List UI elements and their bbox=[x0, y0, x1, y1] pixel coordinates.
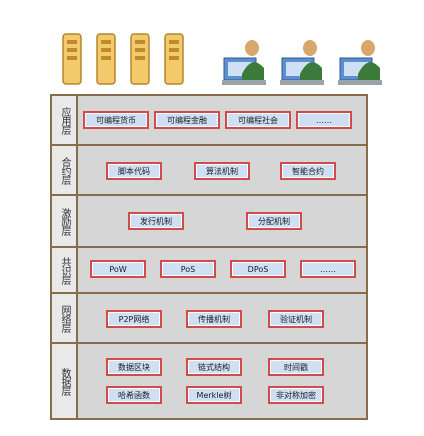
item-box: P2P网络 bbox=[106, 310, 162, 328]
item-box: 哈希函数 bbox=[106, 386, 162, 404]
layer-label: 网络层 bbox=[59, 304, 70, 332]
item-box: 链式结构 bbox=[186, 358, 242, 376]
layer-label: 激励层 bbox=[59, 207, 70, 235]
layer-label: 合约层 bbox=[59, 156, 70, 184]
consensus-layer: 共识层 PoW PoS DPoS …… bbox=[52, 248, 366, 294]
item-box: 可编程社会 bbox=[225, 111, 291, 129]
item-box: 发行机制 bbox=[128, 212, 184, 230]
item-box: 时间戳 bbox=[268, 358, 324, 376]
server-icon bbox=[130, 33, 150, 85]
item-box: PoS bbox=[160, 260, 216, 278]
node-icons bbox=[60, 28, 390, 90]
layer-label: 数据层 bbox=[59, 367, 70, 395]
user-computer-icon bbox=[338, 40, 382, 85]
item-box: 非对称加密 bbox=[268, 386, 324, 404]
item-box: 分配机制 bbox=[246, 212, 302, 230]
item-box: …… bbox=[296, 111, 352, 129]
item-box: 数据区块 bbox=[106, 358, 162, 376]
server-icon bbox=[62, 33, 82, 85]
layer-label: 共识层 bbox=[59, 256, 70, 284]
network-layer: 网络层 P2P网络 传播机制 验证机制 bbox=[52, 294, 366, 344]
item-box: 算法机制 bbox=[194, 162, 250, 180]
server-icon bbox=[96, 33, 116, 85]
user-computer-icon bbox=[280, 40, 324, 85]
item-box: 传播机制 bbox=[186, 310, 242, 328]
application-layer: 应用层 可编程货币 可编程金融 可编程社会 …… bbox=[52, 96, 366, 146]
item-box: 脚本代码 bbox=[106, 162, 162, 180]
item-box: 验证机制 bbox=[268, 310, 324, 328]
blockchain-architecture-diagram: 应用层 可编程货币 可编程金融 可编程社会 …… 合约层 脚本代码 算法机制 智… bbox=[50, 94, 368, 420]
item-box: 智能合约 bbox=[280, 162, 336, 180]
incentive-layer: 激励层 发行机制 分配机制 bbox=[52, 196, 366, 248]
item-box: Merkle树 bbox=[186, 386, 242, 404]
item-box: PoW bbox=[90, 260, 146, 278]
item-box: DPoS bbox=[230, 260, 286, 278]
item-box: 可编程货币 bbox=[83, 111, 149, 129]
item-box: 可编程金融 bbox=[154, 111, 220, 129]
user-computer-icon bbox=[222, 40, 266, 85]
data-layer: 数据层 数据区块 链式结构 时间戳 哈希函数 Merkle树 非对称加密 bbox=[52, 344, 366, 418]
layer-label: 应用层 bbox=[59, 106, 70, 134]
server-icon bbox=[164, 33, 184, 85]
item-box: …… bbox=[300, 260, 356, 278]
contract-layer: 合约层 脚本代码 算法机制 智能合约 bbox=[52, 146, 366, 196]
